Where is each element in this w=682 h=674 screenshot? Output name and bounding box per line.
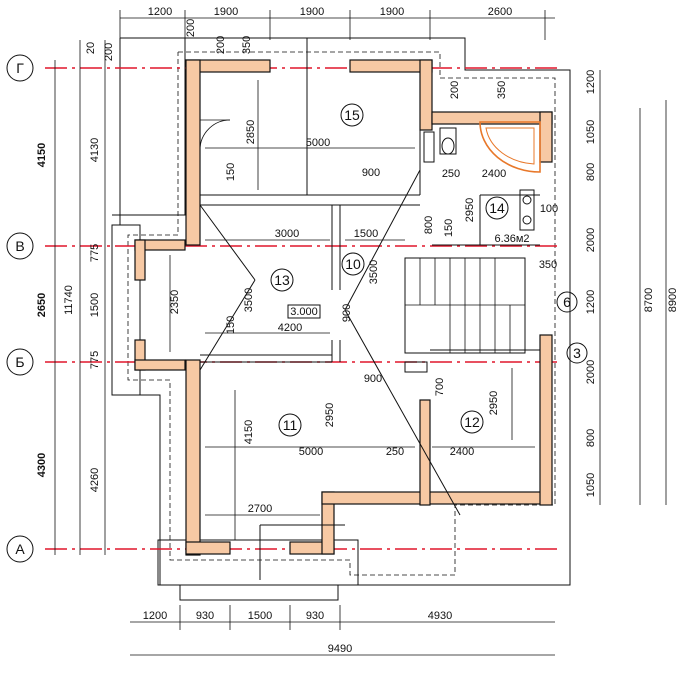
- axis-b: Б: [15, 354, 24, 370]
- left-dim-4150: 4150: [36, 143, 48, 167]
- right-dim-1: 1200: [585, 70, 597, 94]
- axis-g: Г: [16, 60, 24, 76]
- dim-2400-bot: 2400: [450, 446, 474, 458]
- top-dim-5: 2600: [488, 6, 512, 18]
- dim-900-a: 900: [362, 167, 380, 179]
- room-labels: 15 14 13 10 11 12 6 3 6.36м2 3.000: [270, 103, 588, 437]
- left-dim-20: 20: [85, 42, 97, 54]
- axis-a: А: [15, 541, 25, 557]
- left-dim-4300: 4300: [36, 453, 48, 477]
- axis-markers: Г В Б А: [6, 54, 34, 563]
- dim-2850: 2850: [245, 120, 257, 144]
- top-small-200b: 200: [215, 36, 227, 54]
- bottom-dim-2: 930: [196, 610, 214, 622]
- top-dim-2: 1900: [214, 6, 238, 18]
- top-small-200a: 200: [185, 19, 197, 37]
- dim-4150: 4150: [243, 420, 255, 444]
- dim-350-r: 350: [496, 81, 508, 99]
- roof-outline: [111, 37, 571, 601]
- right-dim-8: 1050: [585, 473, 597, 497]
- right-dim-2: 1050: [585, 120, 597, 144]
- left-dimension-chain: 4150 2650 4300 11740 4130 775 1500 775 4…: [36, 40, 115, 555]
- area-14: 6.36м2: [494, 233, 529, 245]
- dim-200-r: 200: [449, 81, 461, 99]
- dim-150-b: 150: [443, 219, 455, 237]
- staircase: [404, 257, 526, 354]
- top-dimension-chain: 1200 1900 1900 1900 2600 200 200 350: [119, 6, 555, 54]
- walls: [134, 59, 553, 556]
- dim-2700: 2700: [248, 503, 272, 515]
- top-dim-1: 1200: [148, 6, 172, 18]
- dim-900-b: 900: [341, 304, 353, 322]
- right-dim-5: 1200: [585, 290, 597, 314]
- dim-900-c: 900: [364, 373, 382, 385]
- dim-150-c: 150: [225, 316, 237, 334]
- bottom-dim-4: 930: [306, 610, 324, 622]
- room-12: 12: [464, 414, 480, 430]
- left-dim-775b: 775: [89, 351, 101, 369]
- dashed-outline: [127, 51, 556, 576]
- right-dim-4: 2000: [585, 228, 597, 252]
- top-dim-4: 1900: [380, 6, 404, 18]
- dim-1500: 1500: [354, 228, 378, 240]
- dim-800: 800: [423, 216, 435, 234]
- right-dim-8700: 8700: [643, 288, 655, 312]
- dim-2950-r: 2950: [464, 198, 476, 222]
- right-dim-3: 800: [585, 163, 597, 181]
- right-dim-7: 800: [585, 429, 597, 447]
- bottom-dim-5: 4930: [428, 610, 452, 622]
- corner-bath-icon: [479, 121, 541, 173]
- dim-5000-top: 5000: [306, 137, 330, 149]
- left-dim-1500: 1500: [89, 293, 101, 317]
- bottom-dim-1: 1200: [143, 610, 167, 622]
- left-dim-11740: 11740: [63, 285, 75, 315]
- doors: [199, 119, 428, 373]
- room-13: 13: [274, 272, 290, 288]
- room-14: 14: [489, 200, 505, 216]
- right-dim-8900: 8900: [667, 288, 679, 312]
- interior-dimensions: 2850 5000 150 900 200 350 250 2400 2950 …: [169, 81, 558, 515]
- interior-dim-lines: [169, 80, 535, 540]
- dim-350-s: 350: [539, 259, 557, 271]
- right-dimension-chain: 1200 1050 800 2000 1200 2000 800 1050 87…: [585, 70, 679, 505]
- dim-150-a: 150: [225, 163, 237, 181]
- radiator-icon: [423, 131, 435, 163]
- top-dim-3: 1900: [300, 6, 324, 18]
- bottom-dimension-chain: 1200 930 1500 930 4930 9490: [130, 605, 555, 656]
- dim-3500-a: 3500: [243, 288, 255, 312]
- marker-6: 6: [563, 294, 571, 310]
- dim-4200: 4200: [278, 322, 302, 334]
- axis-v: В: [15, 238, 24, 254]
- left-dim-200: 200: [103, 43, 115, 61]
- top-small-350: 350: [241, 36, 253, 54]
- left-dim-775a: 775: [89, 244, 101, 262]
- partitions: [199, 38, 540, 580]
- dim-700: 700: [434, 378, 446, 396]
- left-dim-4130: 4130: [89, 138, 101, 162]
- bottom-dim-total: 9490: [328, 643, 352, 655]
- bath-fixtures: [423, 121, 541, 231]
- bottom-dim-3: 1500: [248, 610, 272, 622]
- room-15: 15: [344, 107, 360, 123]
- right-dim-6: 2000: [585, 360, 597, 384]
- dim-2950-rr: 2950: [488, 391, 500, 415]
- dim-250: 250: [442, 168, 460, 180]
- dim-3500-b: 3500: [368, 260, 380, 284]
- dim-250-b: 250: [386, 446, 404, 458]
- marker-3: 3: [573, 345, 581, 361]
- left-dim-4260: 4260: [89, 468, 101, 492]
- dim-100: 100: [540, 203, 558, 215]
- room-10: 10: [345, 256, 361, 272]
- dim-3000: 3000: [275, 228, 299, 240]
- dim-2350: 2350: [169, 290, 181, 314]
- dim-2400-top: 2400: [482, 168, 506, 180]
- level-mark: 3.000: [290, 306, 318, 318]
- dim-2950-l: 2950: [324, 403, 336, 427]
- sink-icon: [519, 189, 535, 231]
- dim-5000-bot: 5000: [299, 446, 323, 458]
- left-dim-2650: 2650: [36, 293, 48, 317]
- room-11: 11: [283, 417, 298, 433]
